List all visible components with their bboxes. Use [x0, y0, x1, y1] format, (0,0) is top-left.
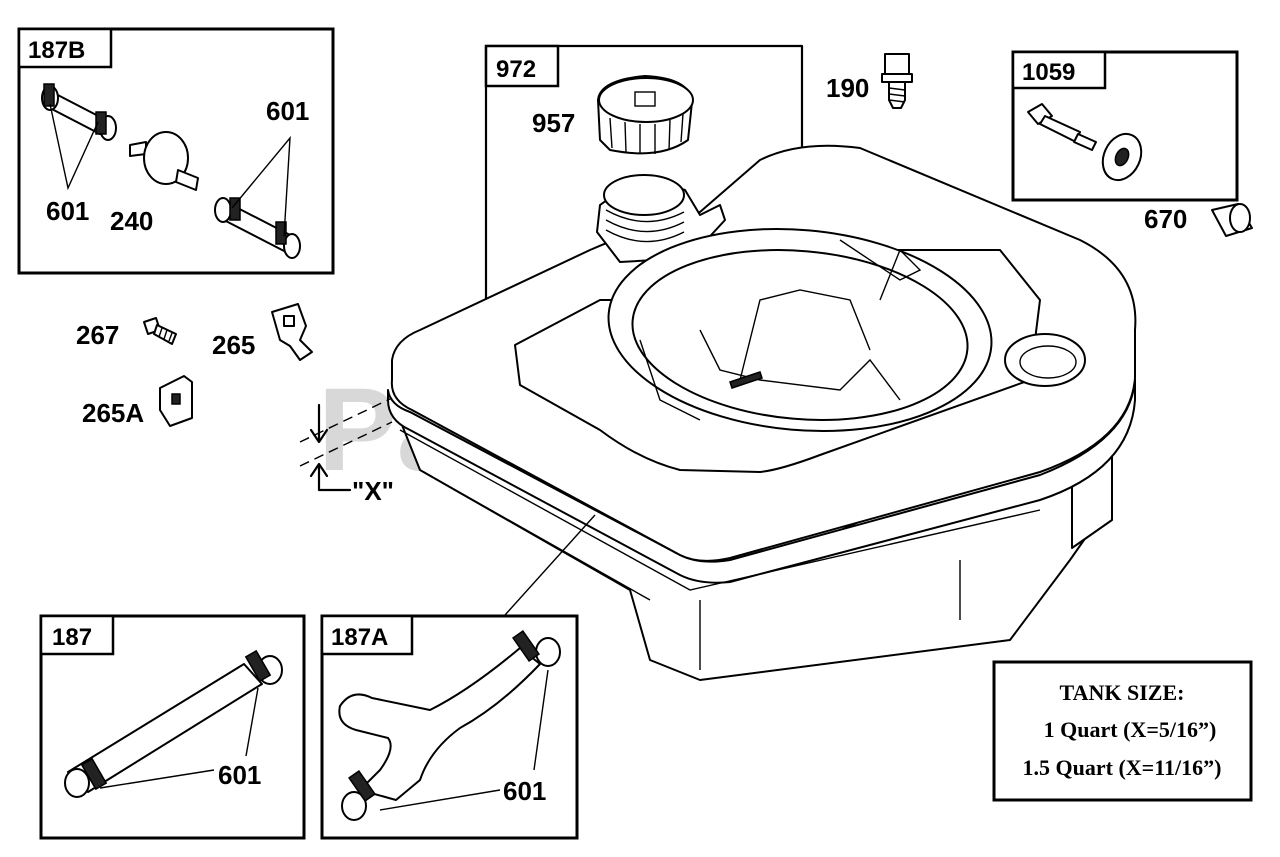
- clip-265: 265: [212, 303, 313, 361]
- callout-957: 957: [532, 108, 575, 138]
- clamp-187-b: [244, 649, 272, 683]
- washer-hole: [1114, 147, 1130, 167]
- hose-187-end-a: [64, 768, 90, 798]
- tank-right-pocket-inner: [1019, 345, 1077, 379]
- shoulder-bolt-thread: [1073, 133, 1097, 151]
- tank-pickup-tube: [729, 371, 763, 389]
- fuel-cap: 957: [532, 75, 694, 155]
- inset-187B-id: 187B: [28, 37, 85, 64]
- callout-601-left: 601: [46, 196, 89, 226]
- filter-outlet: [175, 169, 199, 191]
- callout-601-187A: 601: [503, 776, 546, 806]
- inset-187A-id: 187A: [331, 624, 388, 651]
- tank-interior-ribs: [639, 239, 922, 421]
- tank-size-title: TANK SIZE:: [1060, 680, 1185, 705]
- leader-601-right: [231, 135, 291, 237]
- hose-187A-end-a: [341, 791, 367, 821]
- screw-190: 190: [826, 53, 913, 109]
- clip-265A: 265A: [82, 375, 193, 428]
- hose-187B-left: [41, 83, 117, 141]
- hose-187A-end-b: [535, 637, 561, 667]
- screw-267-threads: [158, 327, 173, 342]
- inset-972-id: 972: [496, 56, 536, 83]
- inset-187A: 187A 601: [320, 614, 579, 840]
- leader-601-left: [49, 103, 99, 191]
- inset-972: 972: [484, 44, 804, 302]
- callout-670: 670: [1144, 204, 1187, 234]
- inset-972-tag: [484, 44, 560, 88]
- screw-190-threads: [888, 87, 906, 103]
- tank-size-table: TANK SIZE: 1 Quart (X=5/16”) 1.5 Quart (…: [992, 660, 1253, 802]
- callout-265: 265: [212, 330, 255, 360]
- bushing-end: [1229, 203, 1251, 233]
- clamp-187A-a: [348, 770, 376, 802]
- leader-601-187: [99, 687, 259, 789]
- fuel-pump-icon: [634, 91, 656, 107]
- clamp-187A-b: [512, 630, 540, 662]
- fuel-cap-top: [598, 77, 694, 123]
- clamp-right-b: [275, 221, 287, 245]
- inset-1059-tag: [1011, 50, 1107, 90]
- hose-long-end-a: [214, 197, 232, 223]
- tank-engine-opening: [607, 227, 993, 433]
- fuel-tank: [387, 144, 1137, 681]
- hose-long-end-b: [283, 233, 301, 259]
- inset-187-id: 187: [52, 624, 92, 651]
- hose-187A-body: [338, 647, 541, 801]
- inset-1059-id: 1059: [1022, 59, 1075, 86]
- screw-190-flange: [881, 73, 913, 83]
- fuel-filter-240: [129, 131, 199, 191]
- tank-size-row-1: 1 Quart (X=5/16”): [1044, 717, 1217, 742]
- tank-hose-leader: [504, 514, 596, 616]
- inset-187B-tag: [17, 27, 113, 69]
- tank-lower-contours: [399, 429, 1041, 670]
- clamp-left-b: [95, 111, 107, 135]
- callout-265A: 265A: [82, 398, 144, 428]
- hose-187B-right: [214, 197, 301, 259]
- dimension-arrow-bottom: [309, 462, 352, 492]
- callout-601-right: 601: [266, 96, 309, 126]
- inset-972-frame: [484, 44, 804, 302]
- inset-187: 187 601: [39, 614, 306, 840]
- clamp-187-a: [80, 757, 108, 791]
- bushing-670: 670: [1144, 203, 1253, 237]
- inset-187B: 187B 601 240 601: [17, 27, 335, 275]
- filler-neck-threads: [605, 209, 685, 243]
- tank-size-frame: [992, 660, 1253, 802]
- callout-601-187: 601: [218, 760, 261, 790]
- hose-187A: [338, 630, 561, 821]
- callout-240: 240: [110, 206, 153, 236]
- shoulder-bolt: [1027, 103, 1097, 151]
- clip-265A-hole: [171, 393, 181, 405]
- inset-1059: 1059: [1011, 50, 1239, 202]
- screw-190-head: [884, 53, 910, 75]
- inset-187-tag: [39, 614, 115, 656]
- clamp-left-a: [43, 83, 55, 107]
- clip-265-hole: [283, 315, 295, 327]
- filler-neck-rim: [603, 174, 685, 216]
- tank-size-row-2: 1.5 Quart (X=11/16”): [1023, 755, 1222, 780]
- dimension-x-label: "X": [352, 476, 394, 506]
- callout-267: 267: [76, 320, 119, 350]
- dimension-arrow-top: [309, 403, 329, 444]
- hose-187: [64, 649, 283, 798]
- dimension-x: "X": [299, 397, 394, 506]
- tank-right-pocket: [1004, 333, 1086, 387]
- callout-190: 190: [826, 73, 869, 103]
- clamp-right-a: [229, 197, 241, 221]
- inset-187A-tag: [320, 614, 414, 656]
- screw-267: 267: [76, 317, 177, 350]
- clip-265-body: [271, 303, 313, 361]
- fuel-cap-grip-ridges: [609, 113, 684, 154]
- leader-601-187A: [379, 669, 549, 811]
